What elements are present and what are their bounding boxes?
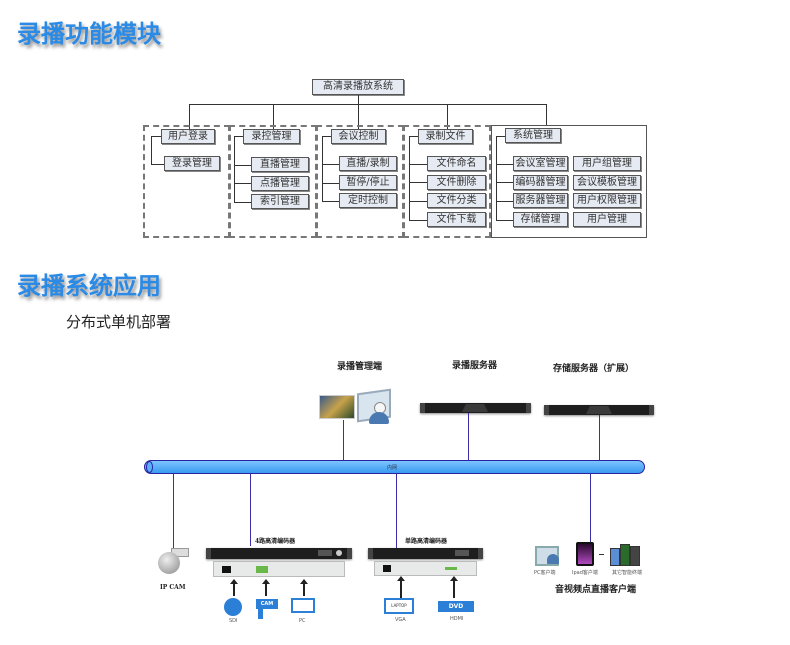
ip-camera-icon bbox=[155, 546, 191, 576]
node-item: 会议模板管理 bbox=[573, 175, 641, 190]
node-item: 服务器管理 bbox=[513, 193, 568, 208]
camera-icon: CAM bbox=[256, 599, 278, 609]
node-group-header: 会议控制 bbox=[331, 129, 386, 144]
node-group-header: 录控管理 bbox=[243, 129, 300, 144]
encoder-4ch-rear-panel bbox=[213, 561, 345, 577]
label-admin-client: 录播管理端 bbox=[337, 362, 383, 372]
label-encoder-1ch: 单路高清编码器 bbox=[405, 538, 448, 545]
encoder-1ch-rear-panel bbox=[374, 561, 477, 576]
dvd-icon: DVD bbox=[438, 601, 474, 612]
node-item: 用户管理 bbox=[573, 212, 641, 227]
node-item: 直播管理 bbox=[251, 157, 309, 172]
node-group-header: 录制文件 bbox=[418, 129, 473, 144]
encoder-1ch-rack-icon bbox=[368, 548, 483, 559]
smart-terminal-icon bbox=[610, 544, 640, 566]
network-label: 内网 bbox=[387, 465, 398, 471]
encoder-4ch-rack-icon bbox=[206, 548, 352, 559]
admin-workstation-icon bbox=[317, 388, 401, 426]
tree-root-node: 高清录播放系统 bbox=[312, 79, 404, 95]
node-group-header: 系统管理 bbox=[505, 128, 561, 143]
storage-server-rack-icon bbox=[544, 405, 654, 415]
group-system-management bbox=[491, 125, 647, 238]
record-server-rack-icon bbox=[420, 403, 531, 413]
ipad-client-icon bbox=[576, 542, 594, 566]
input-label-vga: VGA bbox=[395, 617, 406, 623]
monitor-icon bbox=[291, 598, 315, 613]
node-item: 用户权限管理 bbox=[573, 193, 641, 208]
node-group-header: 用户登录 bbox=[161, 129, 215, 144]
node-item: 文件下载 bbox=[427, 212, 486, 227]
node-item: 会议室管理 bbox=[513, 156, 568, 171]
node-item: 文件分类 bbox=[427, 193, 486, 208]
label-record-server: 录播服务器 bbox=[452, 361, 498, 371]
node-item: 暂停/停止 bbox=[339, 175, 397, 190]
input-label-sdi: SDI bbox=[229, 618, 238, 624]
section-title-application: 录播系统应用 bbox=[17, 272, 161, 300]
network-bus: 内网 bbox=[144, 460, 645, 474]
laptop-icon: LAPTOP bbox=[384, 598, 414, 614]
node-item: 文件命名 bbox=[427, 156, 486, 171]
group-recorded-files bbox=[403, 125, 491, 238]
node-item: 索引管理 bbox=[251, 194, 309, 209]
label-encoder-4ch: 4路高清编码器 bbox=[255, 538, 296, 545]
label-storage-server: 存储服务器（扩展） bbox=[553, 364, 635, 374]
client-label-pc: PC客户端 bbox=[534, 570, 556, 576]
pc-client-icon bbox=[533, 544, 561, 566]
input-label-hdmi: HDMI bbox=[450, 616, 464, 622]
deployment-subtitle: 分布式单机部署 bbox=[66, 313, 172, 331]
camera-dome-icon bbox=[224, 598, 242, 616]
node-item: 登录管理 bbox=[164, 156, 220, 171]
node-item: 存储管理 bbox=[513, 212, 568, 227]
node-item: 点播管理 bbox=[251, 176, 309, 191]
node-item: 用户组管理 bbox=[573, 156, 641, 171]
label-clients: 音视频点直播客户端 bbox=[555, 585, 637, 595]
node-item: 直播/录制 bbox=[339, 156, 397, 171]
client-label-ipad: Ipad客户端 bbox=[572, 570, 598, 576]
node-item: 文件删除 bbox=[427, 175, 486, 190]
section-title-modules: 录播功能模块 bbox=[17, 20, 161, 48]
client-label-other: 其它智能终端 bbox=[612, 570, 643, 576]
input-label-pc: PC bbox=[299, 618, 306, 624]
label-ip-cam: IP CAM bbox=[160, 584, 186, 591]
node-item: 编码器管理 bbox=[513, 175, 568, 190]
node-item: 定时控制 bbox=[339, 193, 397, 208]
